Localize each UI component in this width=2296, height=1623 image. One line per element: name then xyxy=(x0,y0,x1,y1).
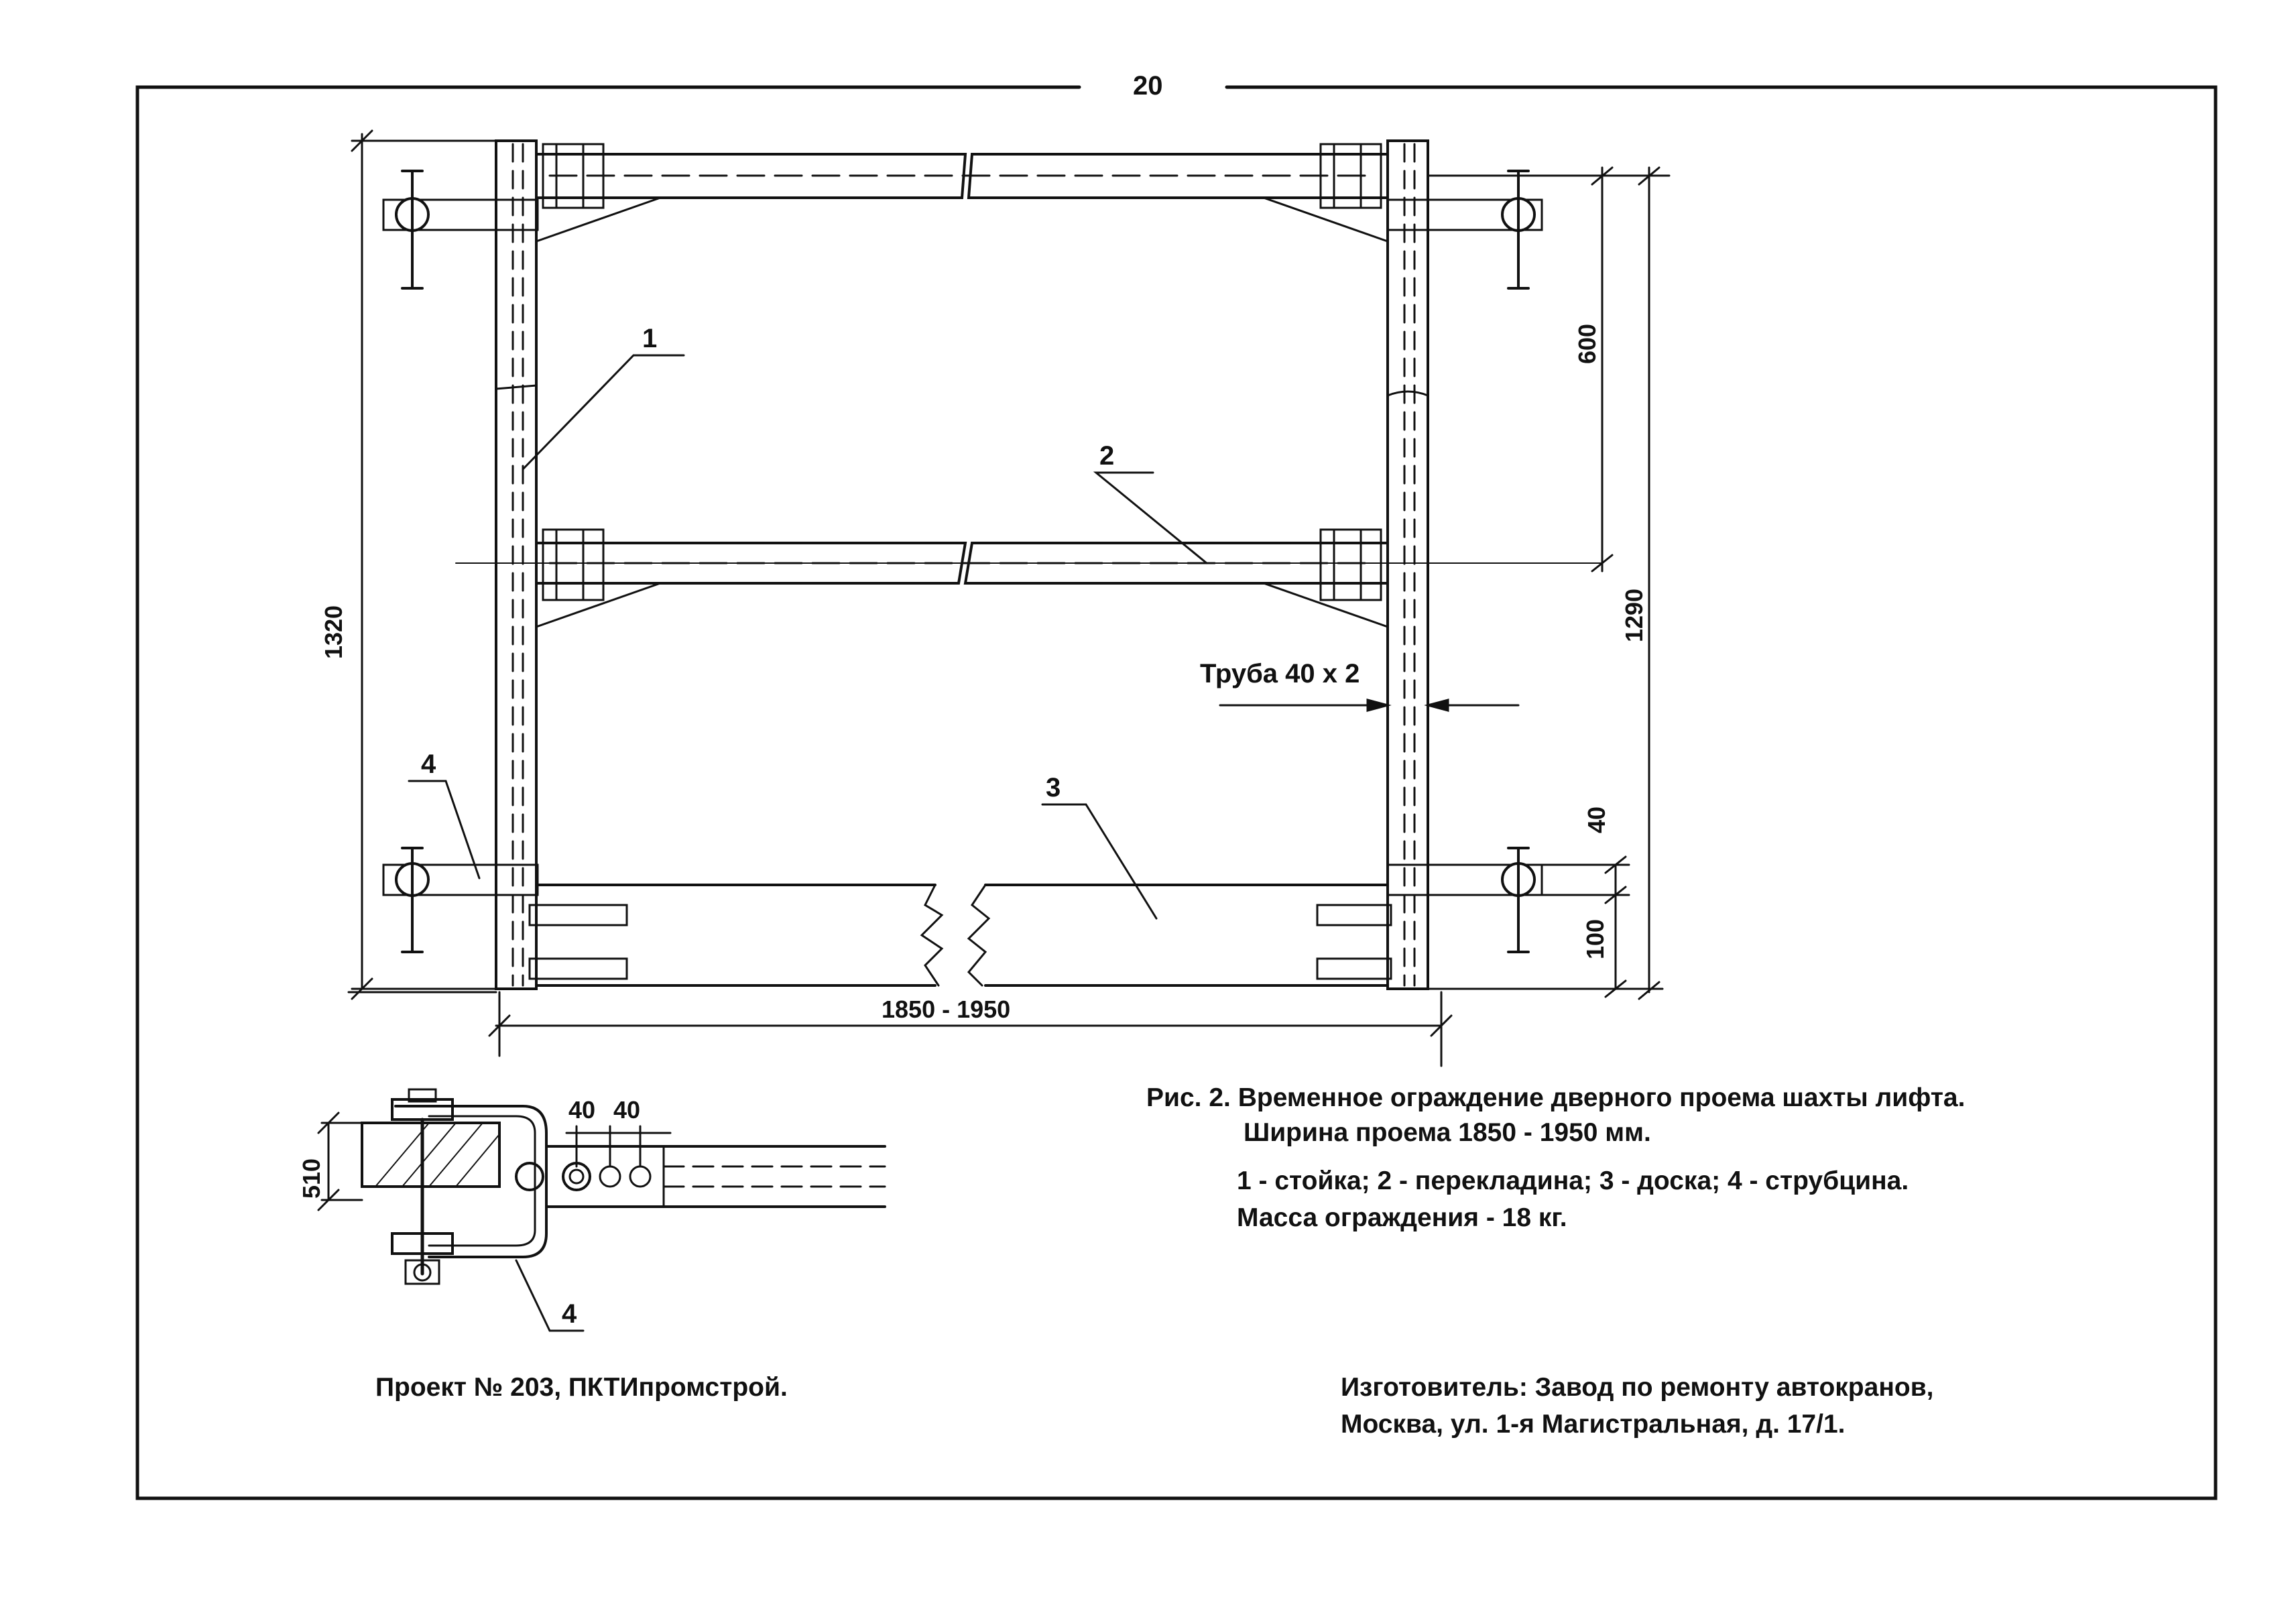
caption-title-line1: Рис. 2. Временное ограждение дверного пр… xyxy=(1146,1083,1966,1112)
clamp-bottom-left xyxy=(382,847,539,953)
middle-rail xyxy=(455,528,1603,629)
dim-bottom-width xyxy=(347,991,1453,1067)
left-post xyxy=(495,139,538,990)
pipe-arrow xyxy=(1219,699,1520,712)
top-rail xyxy=(535,143,1389,243)
part-label-1: 1 xyxy=(642,324,658,353)
caption-legend-line1: 1 - стойка; 2 - перекладина; 3 - доска; … xyxy=(1237,1166,1909,1195)
right-post xyxy=(1386,139,1429,990)
fence-drawing xyxy=(347,129,1671,1067)
dim-right xyxy=(1427,166,1671,1000)
maker-line2: Москва, ул. 1-я Магистральная, д. 17/1. xyxy=(1341,1410,1846,1439)
clamp-top-left xyxy=(382,170,539,290)
dim-detail-40a: 40 xyxy=(568,1096,596,1124)
part-label-4: 4 xyxy=(421,749,436,779)
dim-510-text: 510 xyxy=(298,1158,326,1199)
dim-600-text: 600 xyxy=(1573,323,1602,365)
page-frame xyxy=(135,85,2218,1500)
clamp-bottom-right xyxy=(1386,847,1543,953)
part-label-2: 2 xyxy=(1099,441,1115,471)
dim-left-1320 xyxy=(351,129,497,1000)
caption-legend-line2: Масса ограждения - 18 кг. xyxy=(1237,1203,1567,1232)
leader-lines xyxy=(408,354,1208,920)
bottom-board xyxy=(528,884,1392,987)
dim-40-text: 40 xyxy=(1583,806,1611,834)
dim-1290-text: 1290 xyxy=(1620,588,1648,643)
project-note: Проект № 203, ПКТИпромстрой. xyxy=(375,1373,788,1402)
clamp-top-right xyxy=(1386,170,1543,290)
dim-detail-40b: 40 xyxy=(613,1096,641,1124)
pipe-note: Труба 40 х 2 xyxy=(1200,659,1360,688)
page-number: 20 xyxy=(1133,71,1163,101)
caption-title-line2: Ширина проема 1850 - 1950 мм. xyxy=(1244,1118,1651,1147)
detail-label-4: 4 xyxy=(562,1299,577,1329)
part-label-3: 3 xyxy=(1046,773,1061,802)
dim-1320-text: 1320 xyxy=(320,605,348,660)
clamp-detail xyxy=(317,1088,886,1332)
maker-line1: Изготовитель: Завод по ремонту автокрано… xyxy=(1341,1373,1934,1402)
dim-100-text: 100 xyxy=(1581,918,1610,960)
dim-width-text: 1850 - 1950 xyxy=(882,996,1011,1023)
